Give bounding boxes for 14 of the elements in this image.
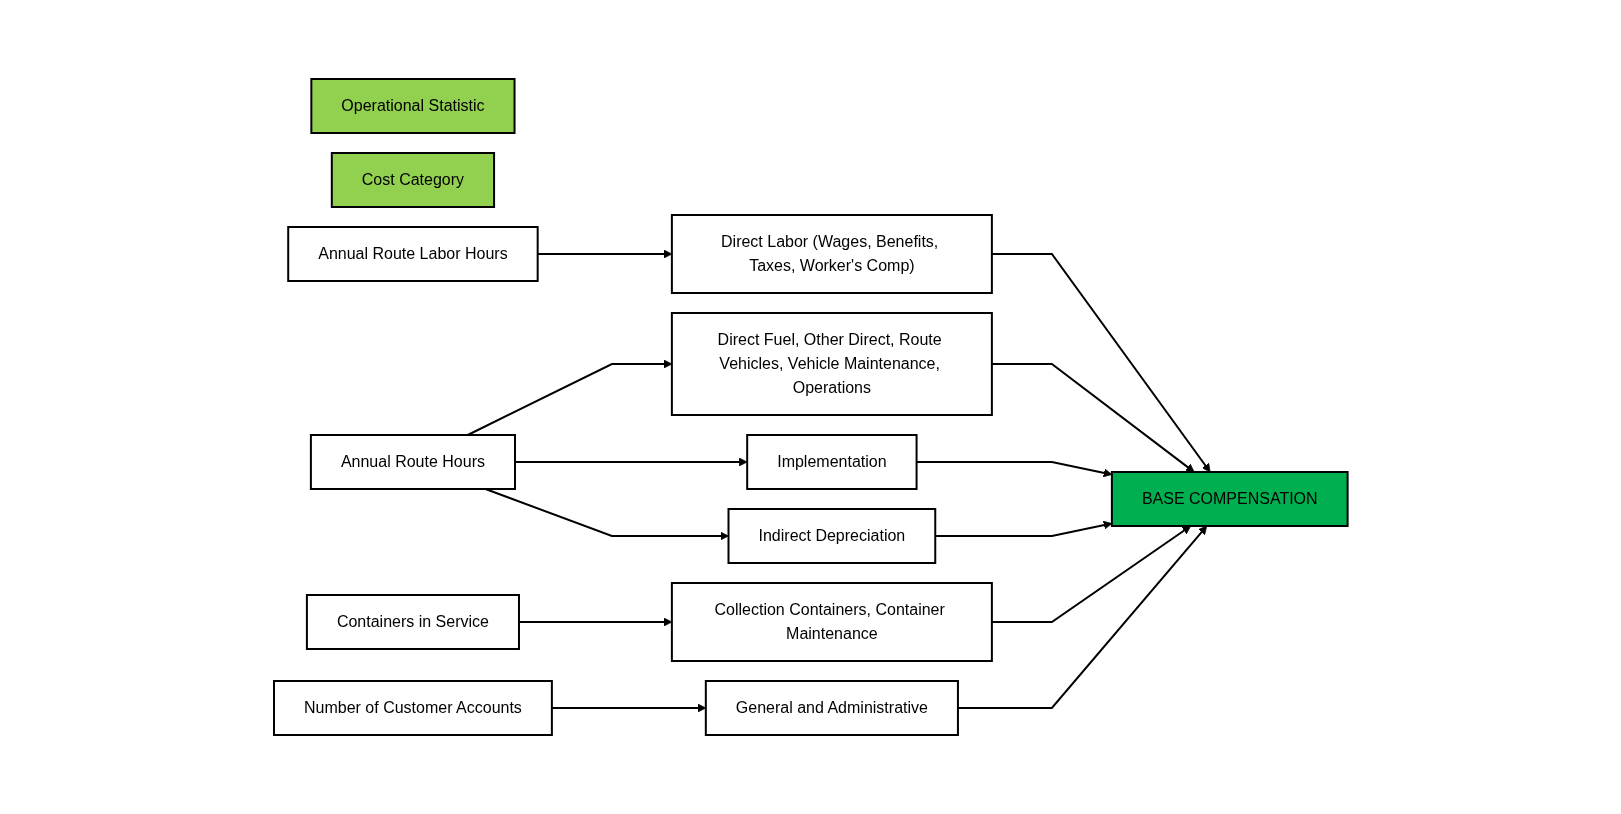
node-box: Indirect Depreciation <box>727 508 936 564</box>
node-box: General and Administrative <box>704 680 959 736</box>
node-box: Annual Route Labor Hours <box>286 226 539 282</box>
arrow <box>466 359 672 436</box>
node-box: Operational Statistic <box>310 78 516 134</box>
node-box: Implementation <box>745 434 918 490</box>
node-box: Containers in Service <box>305 594 520 650</box>
node-box: Cost Category <box>330 152 495 208</box>
node-box: Collection Containers, Container Maintenance <box>670 582 993 662</box>
node-box: Direct Fuel, Other Direct, Route Vehicles, Vehicle Maintenance, Operations <box>670 312 993 416</box>
node-box: Direct Labor (Wages, Benefits, Taxes, Worker's Comp) <box>670 214 993 294</box>
node-box: BASE COMPENSATION <box>1110 471 1349 527</box>
node-box: Annual Route Hours <box>309 434 516 490</box>
node-box: Number of Customer Accounts <box>272 680 553 736</box>
